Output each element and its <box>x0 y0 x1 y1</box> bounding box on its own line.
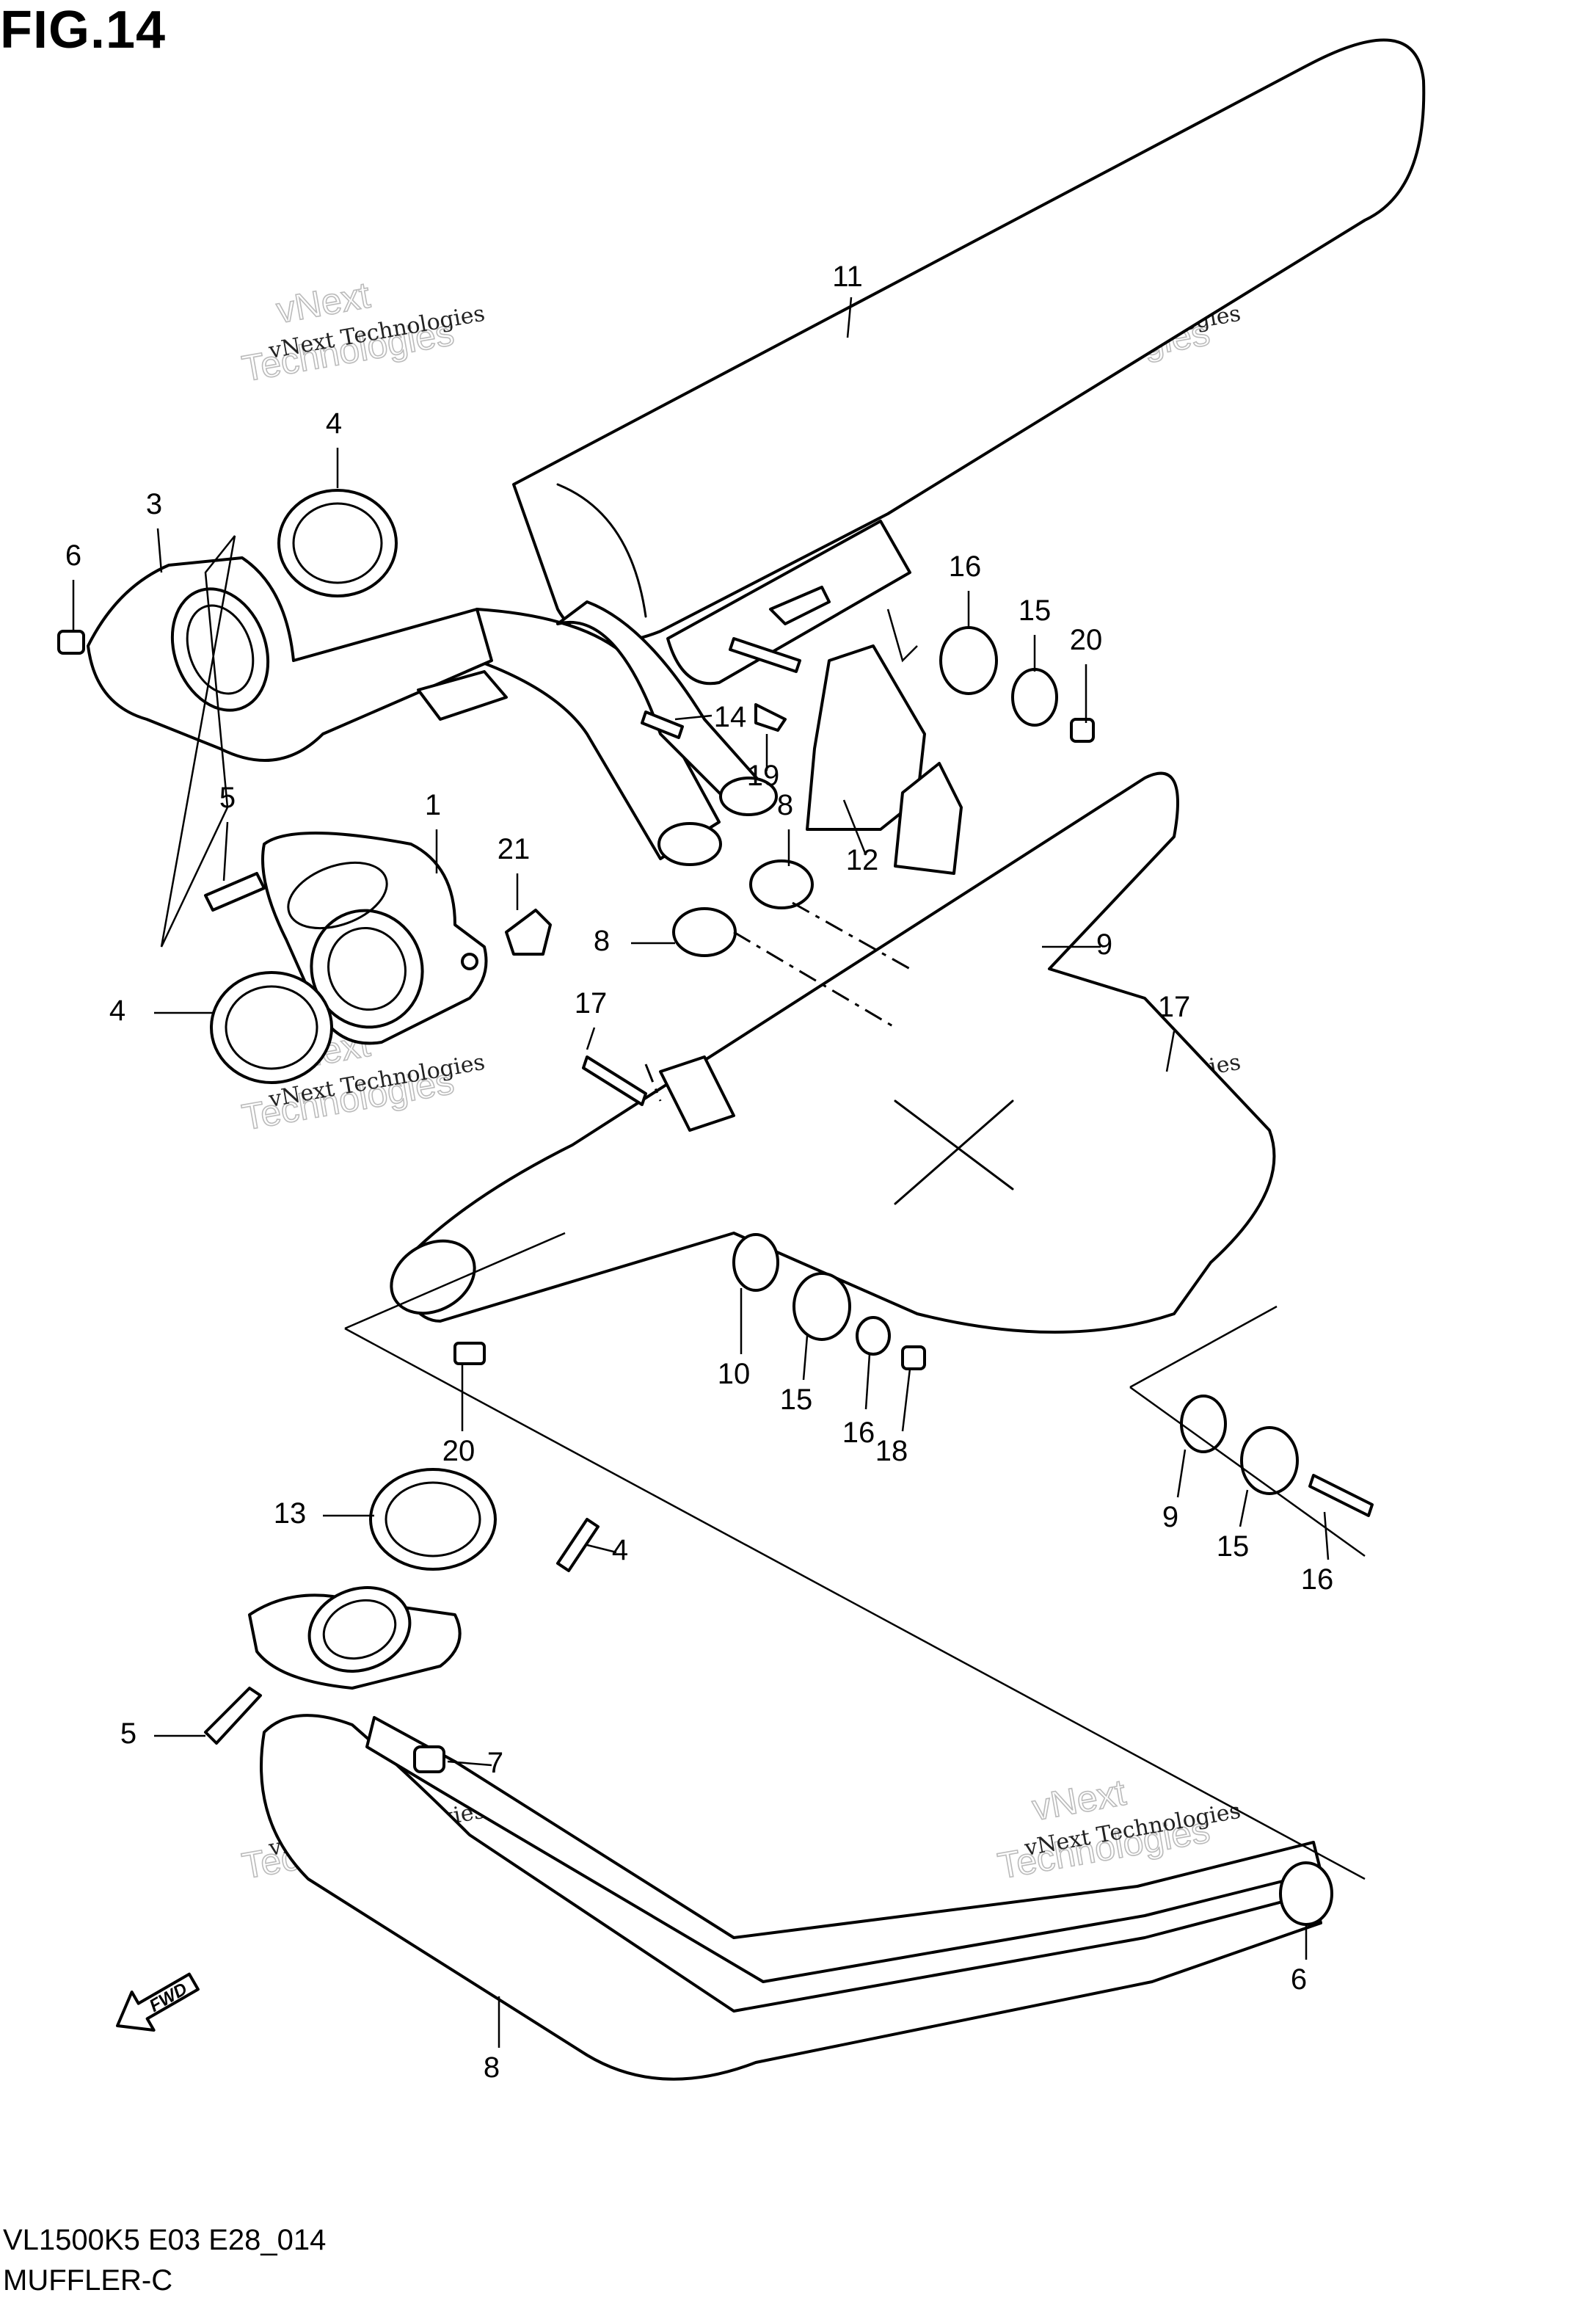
leader-line <box>586 1027 596 1050</box>
part-14-bolt <box>641 710 684 739</box>
watermark: vNext Technologies vNext Technologies <box>238 274 487 390</box>
part-17-bolt <box>729 637 801 673</box>
figure-title: FIG.14 <box>0 1 167 59</box>
part-6-nut <box>57 630 85 655</box>
leader-line <box>802 1335 809 1381</box>
model-code: VL1500K5 E03 E28_014 <box>3 2224 327 2256</box>
part-18-washer <box>856 1316 891 1356</box>
part-6-nut <box>413 1745 445 1773</box>
leader-line <box>842 799 867 856</box>
callout-4: 4 <box>612 1534 628 1566</box>
part-4-gasket-middle <box>210 971 333 1084</box>
part-15-collar <box>1180 1395 1227 1453</box>
leader-line <box>222 821 229 881</box>
callout-13: 13 <box>274 1497 307 1530</box>
callout-19: 19 <box>747 760 780 792</box>
part-8-sleeve <box>672 907 737 957</box>
part-19-bolt <box>754 703 787 732</box>
phantom-lines <box>644 901 911 1102</box>
leader-line <box>846 297 853 338</box>
callout-15: 15 <box>1019 595 1052 627</box>
leader-line <box>901 1368 911 1432</box>
part-4-gasket-lower <box>369 1468 497 1571</box>
part-7-bolt <box>204 1687 262 1745</box>
watermark: vNext Technologies vNext Technologies <box>994 1771 1243 1887</box>
callout-9: 9 <box>1162 1501 1178 1533</box>
diagram-name: MUFFLER-C <box>3 2264 173 2297</box>
callout-16: 16 <box>949 550 982 583</box>
part-4-gasket-upper <box>277 489 398 597</box>
part-12-bracket <box>806 644 963 875</box>
upper-inlet-pipes <box>475 600 778 866</box>
part-16-damper <box>792 1272 851 1341</box>
callout-20: 20 <box>442 1435 475 1467</box>
callout-6: 6 <box>65 539 81 572</box>
part-15-collar <box>732 1233 779 1292</box>
part-3-exhaust-pipe <box>87 556 508 762</box>
part-16-damper <box>939 626 998 695</box>
callout-11: 11 <box>832 261 863 293</box>
callout-6: 6 <box>1291 1963 1307 1996</box>
leader-line <box>156 528 163 573</box>
callout-10: 10 <box>718 1358 751 1390</box>
part-8-sleeve <box>749 859 814 909</box>
part-1-joint-pipe <box>261 832 488 1045</box>
part-9-bolt <box>453 1342 486 1365</box>
leader-line <box>674 714 713 721</box>
callout-3: 3 <box>146 488 162 520</box>
callout-8: 8 <box>594 925 610 957</box>
callout-17: 17 <box>575 987 608 1019</box>
callout-12: 12 <box>846 844 879 876</box>
part-15-collar <box>1011 668 1058 727</box>
leader-line <box>1165 1030 1176 1072</box>
callout-18: 18 <box>875 1435 908 1467</box>
callout-1: 1 <box>425 789 441 821</box>
callout-8: 8 <box>777 789 793 821</box>
part-21-bolt <box>505 909 552 956</box>
part-17-bolt <box>582 1055 647 1106</box>
part-11-upper-muffler <box>512 38 1426 686</box>
leader-line <box>1176 1449 1187 1498</box>
part-8-sleeve <box>1279 1861 1333 1926</box>
callout-7: 7 <box>487 1747 503 1779</box>
part-5-stud <box>556 1518 600 1572</box>
fwd-arrow-icon: FWD <box>116 1972 200 2032</box>
leader-line <box>864 1353 871 1410</box>
callout-15: 15 <box>780 1384 813 1416</box>
part-5-stud <box>204 872 266 912</box>
callout-5: 5 <box>219 782 236 814</box>
callout-5: 5 <box>120 1717 136 1750</box>
callout-8: 8 <box>484 2051 500 2084</box>
part-2-exhaust-pipe <box>248 1586 1322 2081</box>
callout-4: 4 <box>326 407 342 440</box>
callout-14: 14 <box>714 701 747 733</box>
callout-9: 9 <box>1096 928 1112 961</box>
leader-line <box>1323 1511 1330 1560</box>
callout-16: 16 <box>842 1417 875 1449</box>
callout-15: 15 <box>1217 1530 1250 1563</box>
part-16-damper <box>1240 1426 1299 1495</box>
callout-20: 20 <box>1070 624 1103 656</box>
part-13-bolt <box>1308 1474 1374 1517</box>
callout-21: 21 <box>498 833 531 865</box>
callout-16: 16 <box>1301 1563 1334 1596</box>
part-20-nut <box>1070 718 1095 743</box>
part-20-nut <box>901 1345 926 1370</box>
assembly-lines <box>160 535 1366 1880</box>
part-10-lower-muffler <box>390 771 1276 1334</box>
leader-line <box>586 1544 617 1554</box>
callout-4: 4 <box>109 995 125 1027</box>
leader-line <box>447 1760 492 1767</box>
callout-17: 17 <box>1158 991 1191 1023</box>
leader-line <box>1239 1489 1249 1527</box>
